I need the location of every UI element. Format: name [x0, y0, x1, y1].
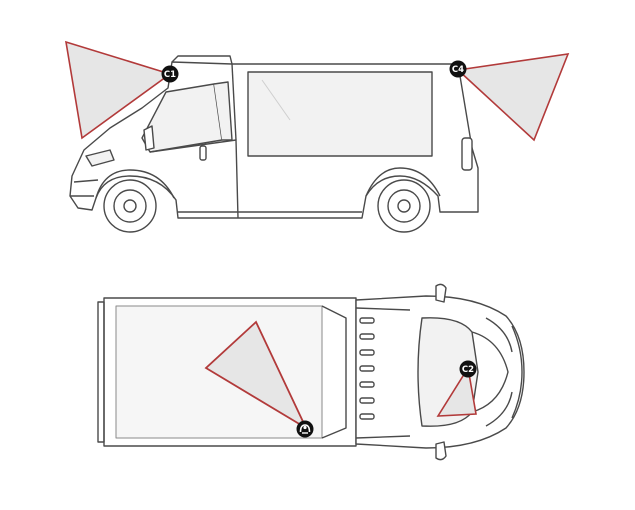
cab-roof	[171, 55, 233, 65]
rear-wheel	[377, 179, 431, 233]
front-bumper	[70, 179, 99, 197]
camera-c2-label: C2	[462, 365, 474, 375]
camera-c1-label: C1	[164, 70, 176, 80]
rear-light	[461, 137, 473, 171]
door-window	[213, 81, 233, 141]
driver-camera-icon	[296, 420, 314, 438]
door-handle	[199, 145, 207, 161]
camera-c4-label: C4	[452, 65, 464, 75]
camera-c4-field-of-view	[456, 53, 570, 142]
roof-vents	[359, 317, 375, 420]
camera-c1-field-of-view	[64, 40, 172, 140]
front-wheel	[103, 179, 157, 233]
mirror-left-top	[435, 283, 447, 303]
side-view-van	[69, 55, 479, 233]
cargo-window	[247, 71, 433, 157]
camera-c1-marker: C1	[161, 65, 179, 83]
headlight	[85, 149, 115, 167]
camera-c3-field-of-view	[204, 320, 309, 431]
camera-c4-marker: C4	[449, 60, 467, 78]
mirror-right-top	[435, 441, 447, 461]
camera-c2-field-of-view	[436, 365, 477, 417]
camera-c2-marker: C2	[459, 360, 477, 378]
side-mirror	[143, 125, 155, 151]
